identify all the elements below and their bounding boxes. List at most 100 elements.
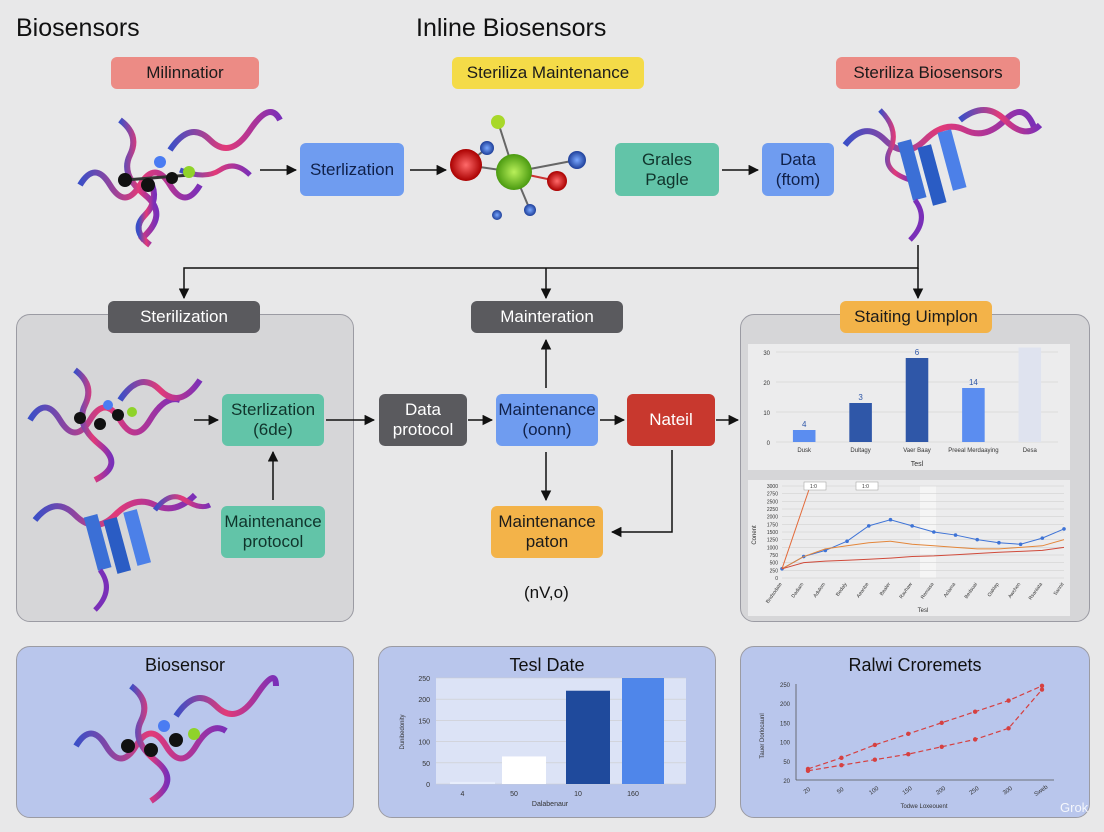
maintenance-protocol-box[interactable]: Maintenance protocol — [221, 506, 325, 558]
biosensor-title: Biosensor — [144, 655, 226, 675]
chart3-xtick: 10 — [574, 791, 582, 798]
chart4-ytick: 150 — [780, 721, 791, 727]
chart2-legend: 1:0 — [810, 484, 817, 490]
chart2-point — [997, 540, 1001, 545]
coordinate-label: (nV,o) — [524, 583, 569, 602]
nateil-box[interactable]: Nateil — [627, 394, 715, 446]
chart2-point — [1062, 527, 1066, 531]
chart3-ytick: 0 — [426, 782, 430, 789]
chart2-ytick: 500 — [770, 561, 779, 567]
chart4-point — [805, 768, 811, 773]
chart3-ytick: 100 — [418, 740, 430, 747]
chart4-xtick: 200 — [935, 785, 947, 796]
sterlization-6de-box[interactable]: Sterlization (6de) — [222, 394, 324, 446]
page-title-center: Inline Biosensors — [416, 14, 607, 42]
chart4-ytick: 200 — [780, 702, 791, 708]
chart1-data-label: 4 — [802, 420, 807, 429]
header-mainteration: Mainteration — [471, 301, 623, 333]
maintenance-paton-box[interactable]: Maintenance paton — [491, 506, 603, 558]
protein-bottom-icon — [73, 675, 279, 804]
line-chart-right: 0250500750100012501500175020002250250027… — [748, 480, 1070, 616]
chart4-point — [839, 763, 844, 768]
chart2-point — [953, 533, 958, 537]
chart2-ytick: 1250 — [767, 538, 778, 544]
chart3-ytick: 200 — [418, 697, 430, 704]
chart2-legend: 1:0 — [862, 484, 869, 490]
biosensor-panel: Biosensor — [16, 646, 354, 818]
chart2-ytick: 1750 — [767, 522, 778, 528]
chart4-point — [906, 751, 911, 757]
chart4-point — [1006, 726, 1011, 731]
header-sterilization: Sterilization — [108, 301, 260, 333]
chart1-data-label: 6 — [915, 348, 920, 357]
chart2-point — [932, 530, 936, 534]
page-title-left: Biosensors — [16, 14, 140, 42]
chart2-series-line — [781, 485, 811, 569]
chart2-legend-box — [855, 481, 879, 491]
chart1-xtick: Dultagy — [850, 448, 870, 454]
grales-pagle-box[interactable]: Grales Pagle — [615, 143, 719, 196]
sterlization-box[interactable]: Sterlization — [300, 143, 404, 196]
chart4-point — [872, 742, 878, 748]
chart1-data-label: 3 — [858, 393, 863, 402]
data-from-box[interactable]: Data (ftom) — [762, 143, 834, 196]
tesl-date-title: Tesl Date — [509, 655, 585, 675]
protein-top-right-icon — [842, 107, 1043, 242]
chart1-bar — [849, 403, 872, 442]
chart4-xtick: 100 — [868, 785, 880, 796]
watermark: Grok — [1060, 800, 1089, 815]
sterilization-panel — [16, 314, 354, 622]
chart3-bar — [502, 756, 546, 784]
chart2-ytick: 3000 — [767, 484, 778, 490]
chart2-xlabel: Tesl — [918, 608, 929, 614]
header-staiting-uimplon: Staiting Uimplon — [840, 301, 992, 333]
chart4-ytick: 50 — [783, 760, 790, 766]
chart2-ytick: 1500 — [767, 530, 778, 536]
chart1-data-label: 14 — [969, 378, 978, 387]
chart2-point — [910, 524, 914, 528]
chart2-ytick: 2250 — [767, 507, 778, 513]
chart4-ytick: 250 — [780, 683, 791, 689]
chart2-point — [1040, 536, 1045, 540]
chart2-series-line — [781, 546, 1065, 570]
chart4-point — [1006, 698, 1011, 703]
chart1-xtick: Dusk — [797, 448, 812, 454]
chart2-point — [1018, 542, 1023, 547]
chart2-ytick: 2750 — [767, 492, 778, 498]
maintenance-oonn-box[interactable]: Maintenance (oonn) — [496, 394, 598, 446]
chart2-point — [866, 524, 871, 528]
chart4-point — [872, 757, 878, 762]
chart1-bar — [792, 430, 816, 442]
data-protocol-box[interactable]: Data protocol — [379, 394, 467, 446]
chart3-ytick: 250 — [418, 676, 430, 683]
chart4-point — [939, 744, 944, 749]
chart3-bar — [566, 690, 610, 784]
protein-mid-left-icon — [27, 367, 203, 483]
chart4-xtick: 150 — [902, 785, 914, 796]
chart1-xtick: Preeal Merdaaying — [948, 448, 998, 454]
chart4-xtick: 300 — [1002, 785, 1014, 796]
chart2-ytick: 2500 — [767, 499, 778, 505]
label-steriliza-biosensors: Steriliza Biosensors — [836, 57, 1020, 89]
chart1-ytick: 30 — [763, 351, 770, 357]
label-milinnatior: Milinnatior — [111, 57, 259, 89]
chart1-xlabel: Tesl — [911, 461, 924, 468]
chart3-bar — [450, 781, 495, 784]
chart2-point — [975, 537, 980, 542]
chart2-series-line — [781, 519, 1065, 570]
chart4-point — [972, 737, 978, 742]
chart4-point — [1039, 687, 1045, 692]
chart4-point — [839, 755, 844, 761]
chart4-point — [972, 709, 978, 714]
chart4-series-line — [807, 685, 1043, 770]
chart3-ytick: 50 — [422, 761, 430, 768]
chart1-bar — [962, 388, 985, 442]
chart2-point — [845, 539, 849, 543]
chart1-bar — [1018, 347, 1042, 442]
chart4-point — [906, 731, 911, 737]
